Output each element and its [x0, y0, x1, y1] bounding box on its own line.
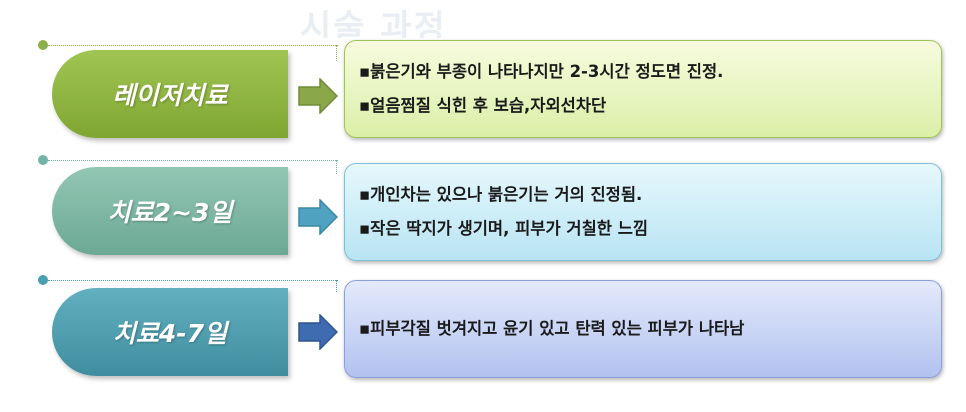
dotted-connector — [48, 280, 338, 281]
step-marker-dot — [38, 275, 48, 285]
step-marker-dot — [38, 40, 48, 50]
step-label-tab: 치료4-7일 — [52, 288, 288, 376]
arrow-right-icon — [298, 199, 338, 235]
dotted-connector — [48, 160, 338, 161]
dotted-connector-vertical — [336, 160, 337, 174]
arrow-right-icon — [298, 78, 338, 114]
arrow-right-icon — [298, 314, 338, 350]
description-line: ▪얼음찜질 식힌 후 보습,자외선차단 — [359, 96, 607, 115]
step-description-box: ▪붉은기와 부종이 나타나지만 2-3시간 정도면 진정. ▪얼음찜질 식힌 후… — [344, 40, 942, 138]
step-row-day2-3: 치료2~3일 ▪개인차는 있으나 붉은기는 거의 진정됨. ▪작은 딱지가 생기… — [0, 151, 966, 271]
step-label-tab: 치료2~3일 — [52, 167, 288, 255]
step-marker-dot — [38, 155, 48, 165]
step-row-day4-7: 치료4-7일 ▪피부각질 벗겨지고 윤기 있고 탄력 있는 피부가 나타남 — [0, 272, 966, 392]
description-line: ▪붉은기와 부종이 나타나지만 2-3시간 정도면 진정. — [359, 62, 724, 81]
dotted-connector — [48, 45, 338, 46]
description-line: ▪피부각질 벗겨지고 윤기 있고 탄력 있는 피부가 나타남 — [359, 319, 745, 338]
description-line: ▪개인차는 있으나 붉은기는 거의 진정됨. — [359, 185, 643, 204]
watermark-title: 시술 과정 — [300, 8, 447, 38]
dotted-connector-vertical — [336, 45, 337, 61]
step-row-laser: 레이저치료 ▪붉은기와 부종이 나타나지만 2-3시간 정도면 진정. ▪얼음찜… — [0, 30, 966, 150]
step-description-box: ▪피부각질 벗겨지고 윤기 있고 탄력 있는 피부가 나타남 — [344, 280, 942, 378]
step-label-tab: 레이저치료 — [52, 50, 288, 138]
description-line: ▪작은 딱지가 생기며, 피부가 거칠한 느낌 — [359, 219, 649, 238]
dotted-connector-vertical — [336, 280, 337, 292]
step-description-box: ▪개인차는 있으나 붉은기는 거의 진정됨. ▪작은 딱지가 생기며, 피부가 … — [344, 163, 942, 261]
